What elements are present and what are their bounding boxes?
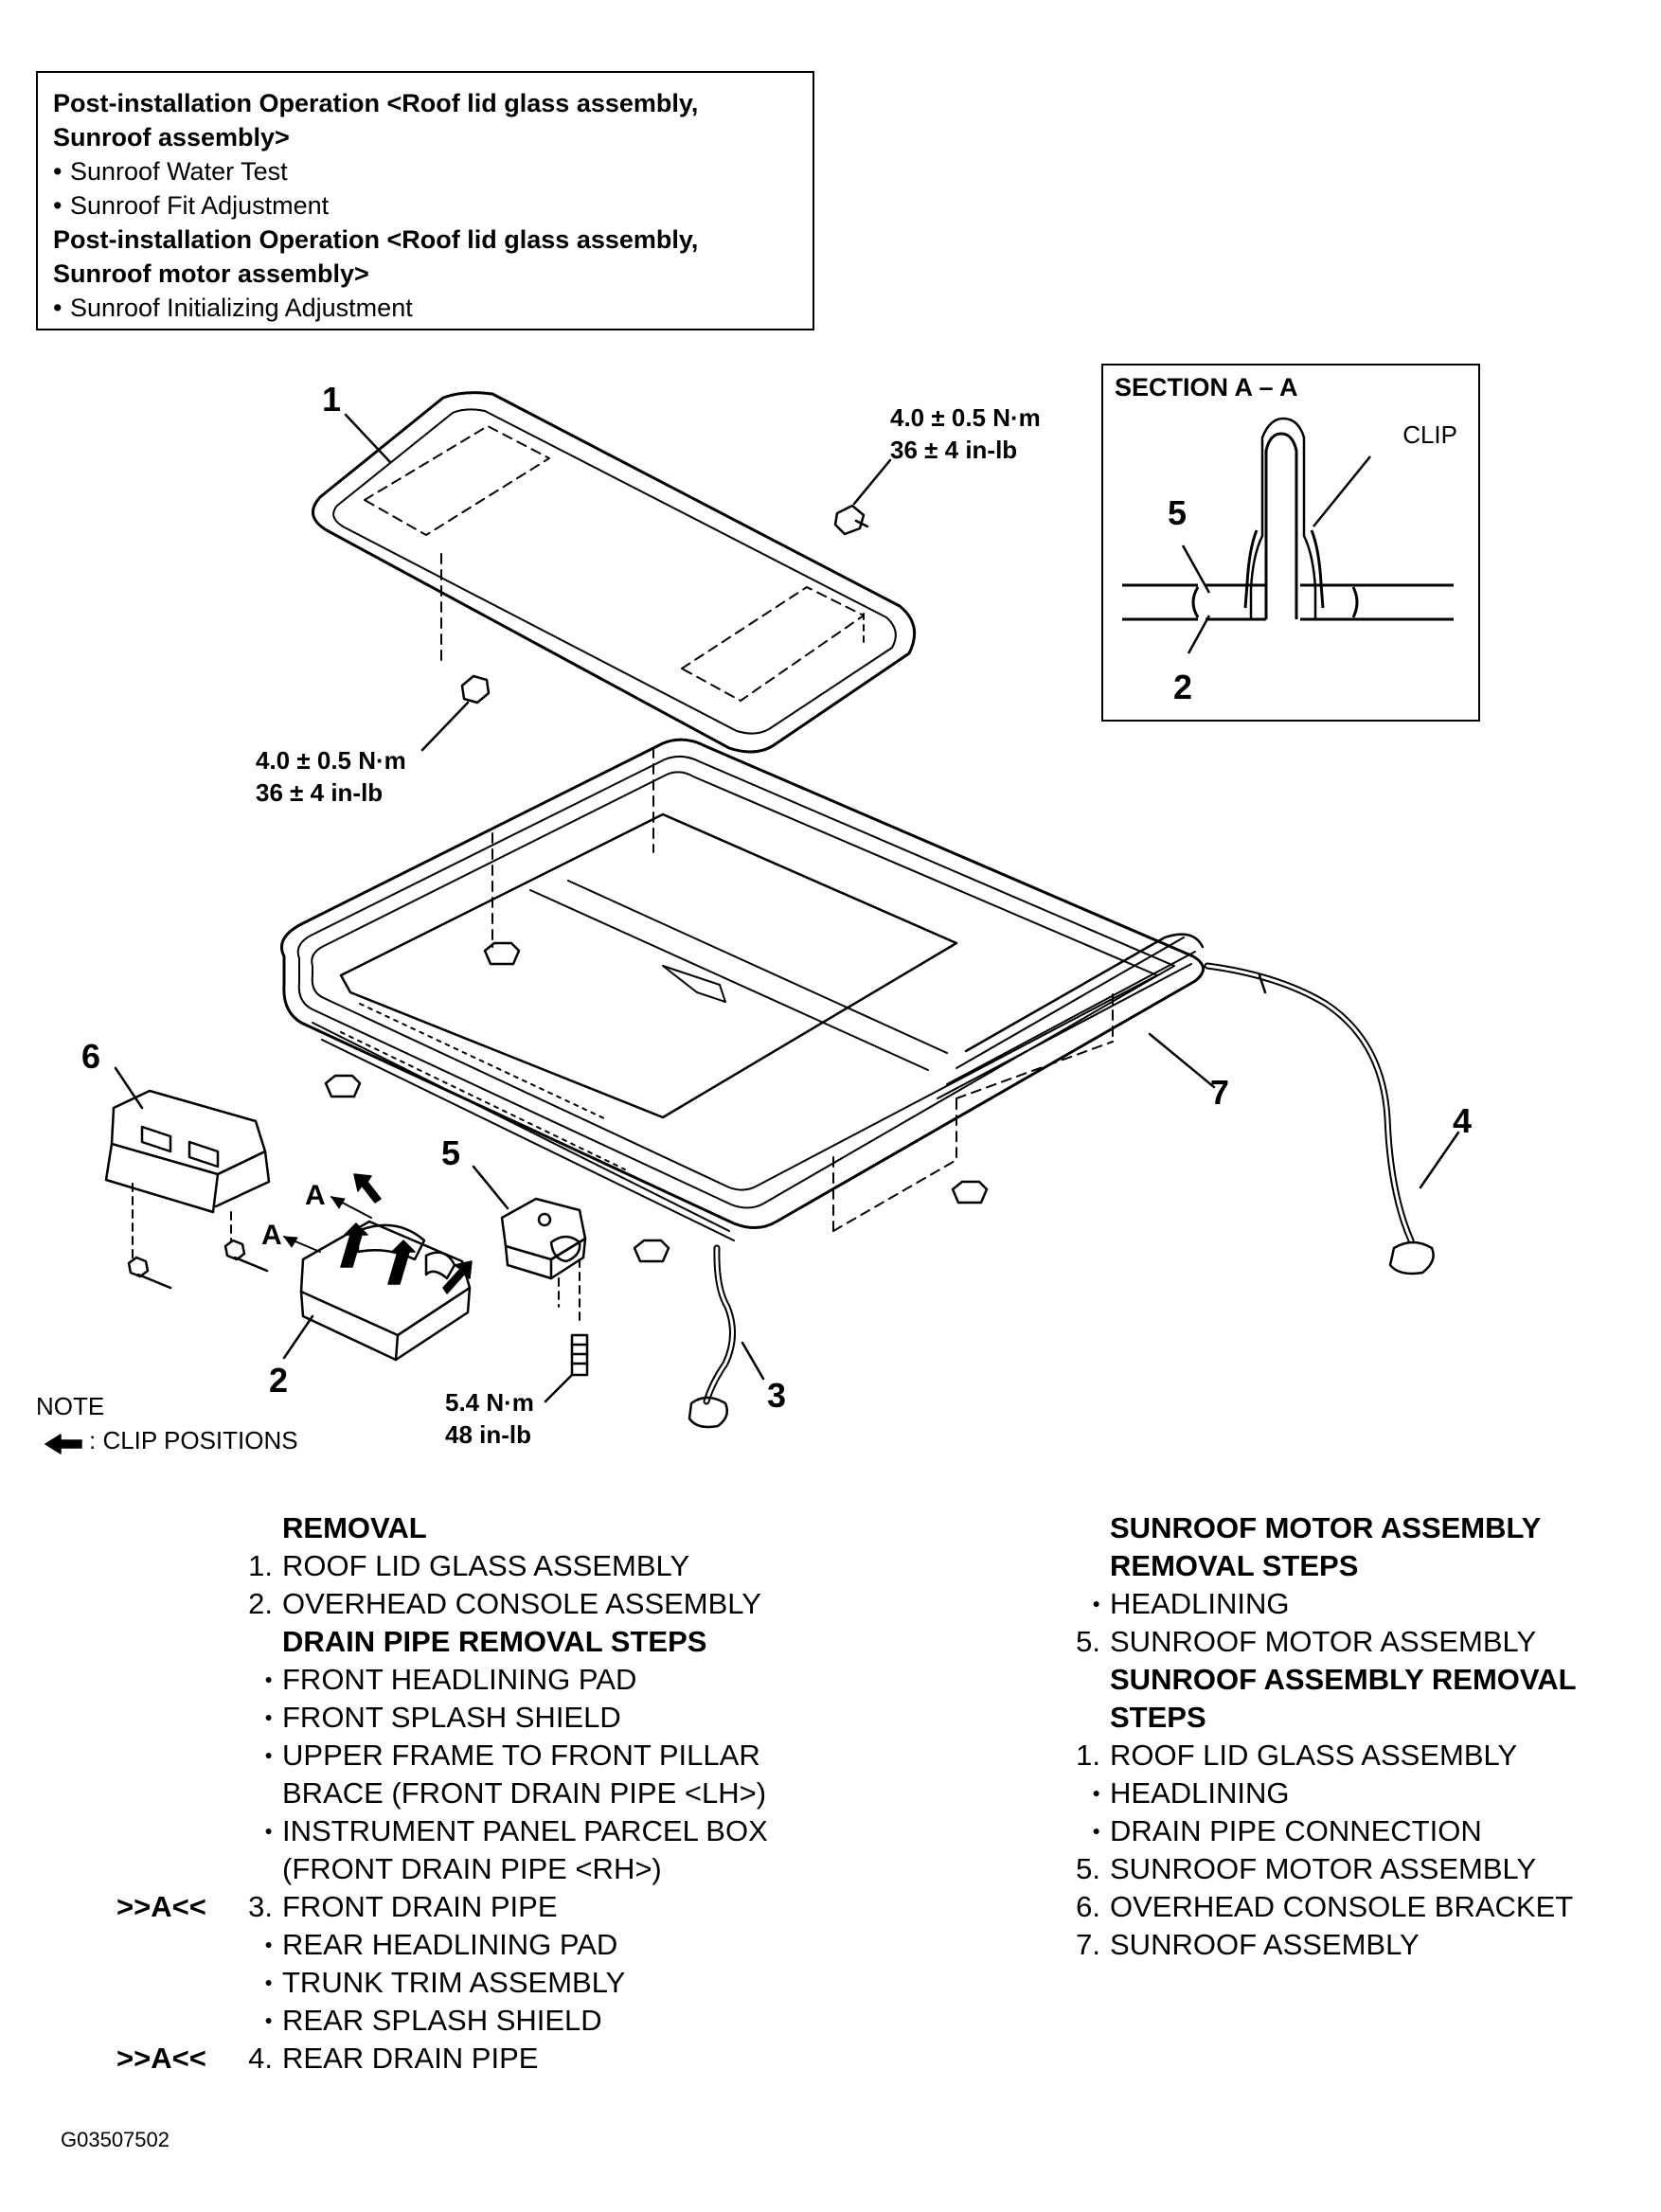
motor-title-b: REMOVAL STEPS (1110, 1549, 1359, 1582)
section-a-a-drawing (1122, 417, 1454, 654)
torque-top-right-inlb: 36 ± 4 in-lb (890, 436, 1018, 464)
post-install-item-initializing: Sunroof Initializing Adjustment (53, 291, 797, 325)
post-install-item-fit-adjustment: Sunroof Fit Adjustment (53, 188, 797, 223)
section-clip-label: CLIP (1402, 420, 1457, 449)
motor-step-headlining: HEADLINING (1110, 1585, 1577, 1623)
section-a-marker-1: A (305, 1180, 326, 1211)
sunroof-title-b: STEPS (1110, 1701, 1206, 1734)
removal-step-2: 2.OVERHEAD CONSOLE ASSEMBLY (248, 1587, 761, 1620)
sunroof-step-console-bracket: 6.OVERHEAD CONSOLE BRACKET (1076, 1890, 1574, 1923)
section-callout-2: 2 (1173, 668, 1193, 706)
section-title: SECTION A – A (1115, 373, 1298, 401)
section-a-a-box: SECTION A – A CLIP 5 2 (1101, 364, 1480, 722)
rear-drain-pipe (1204, 962, 1435, 1275)
glass-screw-left (460, 674, 491, 705)
drain-step-parcel-box-a: INSTRUMENT PANEL PARCEL BOX (282, 1812, 768, 1850)
callout-7-leader (1148, 1032, 1216, 1089)
sunroof-exploded-diagram (45, 391, 1460, 1454)
callout-4-leader (1419, 1131, 1460, 1189)
motor-step-motor-assembly: 5.SUNROOF MOTOR ASSEMBLY (1076, 1625, 1537, 1658)
removal-step-1: 1.ROOF LID GLASS ASSEMBLY (248, 1549, 690, 1582)
callout-3-leader (741, 1341, 765, 1381)
callout-6-leader (114, 1066, 144, 1110)
drain-pipe-title: DRAIN PIPE REMOVAL STEPS (282, 1625, 707, 1658)
torque-top-right-nm: 4.0 ± 0.5 N·m (890, 403, 1041, 432)
figure-code: G03507502 (61, 2128, 170, 2151)
drain-step-front-headlining-pad: FRONT HEADLINING PAD (282, 1661, 768, 1699)
callout-1: 1 (322, 380, 342, 419)
post-install-heading-2b: Sunroof motor assembly> (53, 259, 369, 288)
motor-torque-leader (544, 1373, 574, 1403)
drain-step-front-splash-shield: FRONT SPLASH SHIELD (282, 1699, 768, 1737)
clip-position-arrow-icon (45, 1434, 82, 1454)
motor-removal-list: SUNROOF MOTOR ASSEMBLY REMOVAL STEPS HEA… (1076, 1509, 1577, 1964)
torque-left-nm: 4.0 ± 0.5 N·m (256, 746, 406, 775)
callout-4: 4 (1453, 1101, 1473, 1140)
callout-1-leader (344, 413, 392, 464)
note-title: NOTE (36, 1392, 105, 1420)
drain-step-rear-drain-pipe: >>A<<4.REAR DRAIN PIPE (116, 2042, 539, 2075)
top-torque-leader (852, 458, 892, 506)
callout-6: 6 (81, 1037, 101, 1076)
section-callout-5: 5 (1168, 493, 1188, 532)
callout-2-leader (282, 1314, 314, 1360)
callout-5-leader (472, 1165, 509, 1210)
post-installation-box: Post-installation Operation <Roof lid gl… (36, 71, 814, 330)
front-drain-pipe (688, 1244, 736, 1429)
sunroof-step-drain-connection: DRAIN PIPE CONNECTION (1110, 1812, 1577, 1850)
torque-top-right: 4.0 ± 0.5 N·m 36 ± 4 in-lb (890, 401, 1041, 466)
removal-list: REMOVAL 1.ROOF LID GLASS ASSEMBLY 2.OVER… (116, 1509, 768, 2078)
sunroof-title-a: SUNROOF ASSEMBLY REMOVAL (1110, 1663, 1577, 1696)
callout-7: 7 (1210, 1073, 1230, 1112)
post-install-heading-1b: Sunroof assembly> (53, 123, 290, 152)
removal-title: REMOVAL (282, 1511, 427, 1544)
torque-motor: 5.4 N·m 48 in-lb (445, 1386, 534, 1451)
section-a-marker-2: A (261, 1220, 282, 1251)
torque-left-inlb: 36 ± 4 in-lb (256, 778, 384, 807)
left-torque-leader (420, 701, 470, 752)
torque-motor-inlb: 48 in-lb (445, 1420, 532, 1449)
post-install-item-water-test: Sunroof Water Test (53, 154, 797, 188)
note-legend: : CLIP POSITIONS (89, 1426, 298, 1454)
motor-title-a: SUNROOF MOTOR ASSEMBLY (1110, 1511, 1542, 1544)
drain-step-trunk-trim: TRUNK TRIM ASSEMBLY (282, 1964, 768, 2002)
torque-left: 4.0 ± 0.5 N·m 36 ± 4 in-lb (256, 744, 406, 809)
sunroof-motor-assembly (500, 1197, 589, 1377)
roof-lid-glass-assembly (312, 391, 917, 754)
overhead-console-bracket (104, 1089, 271, 1290)
frame-grommets (324, 941, 989, 1263)
post-install-heading-2a: Post-installation Operation <Roof lid gl… (53, 225, 699, 254)
callout-3: 3 (767, 1376, 787, 1415)
sunroof-step-sunroof-assembly: 7.SUNROOF ASSEMBLY (1076, 1928, 1420, 1961)
overhead-console-assembly (283, 1173, 473, 1362)
drain-step-upper-frame-a: UPPER FRAME TO FRONT PILLAR (282, 1737, 768, 1775)
drain-step-upper-frame-b: BRACE (FRONT DRAIN PIPE <LH>) (282, 1776, 767, 1810)
torque-motor-nm: 5.4 N·m (445, 1388, 534, 1417)
post-install-heading-1a: Post-installation Operation <Roof lid gl… (53, 89, 699, 117)
drain-step-front-drain-pipe: >>A<<3.FRONT DRAIN PIPE (116, 1890, 558, 1923)
sunroof-step-roof-lid: 1.ROOF LID GLASS ASSEMBLY (1076, 1739, 1518, 1772)
glass-screw-top (833, 504, 869, 536)
sunroof-step-motor-assembly: 5.SUNROOF MOTOR ASSEMBLY (1076, 1852, 1537, 1885)
drain-step-rear-headlining-pad: REAR HEADLINING PAD (282, 1926, 768, 1964)
callout-5: 5 (441, 1133, 461, 1172)
drain-step-parcel-box-b: (FRONT DRAIN PIPE <RH>) (282, 1852, 662, 1885)
sunroof-assembly-frame (280, 738, 1205, 1241)
drain-step-rear-splash-shield: REAR SPLASH SHIELD (282, 2002, 768, 2040)
sunroof-step-headlining: HEADLINING (1110, 1775, 1577, 1812)
callout-2: 2 (269, 1361, 289, 1400)
